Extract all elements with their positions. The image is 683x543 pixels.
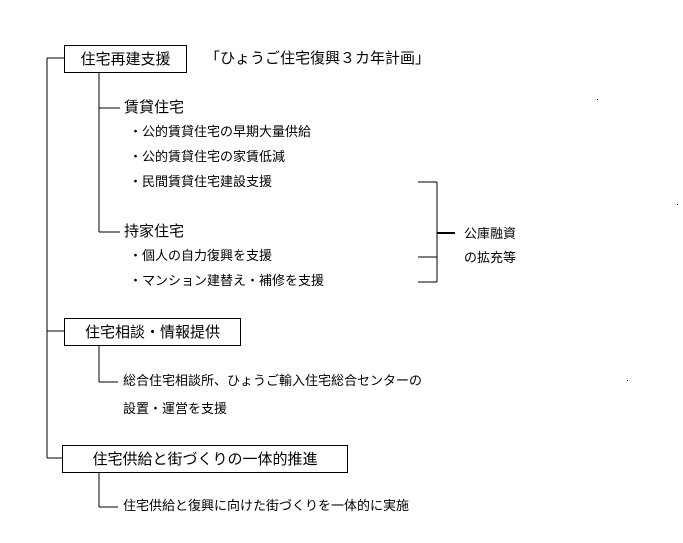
rental-item: ・公的賃貸住宅の家賃低減 xyxy=(129,150,286,165)
finance-note-line1: 公庫融資 xyxy=(464,227,517,242)
section-title: 住宅相談・情報提供 xyxy=(84,322,220,341)
consult-text-line2: 設置・運営を支援 xyxy=(123,402,228,417)
owned-item: ・個人の自力復興を支援 xyxy=(129,249,273,264)
stray-dot xyxy=(627,380,628,381)
owned-heading: 持家住宅 xyxy=(124,222,185,240)
plan-name-note: 「ひょうご住宅復興３カ年計画」 xyxy=(205,49,431,67)
stray-dot xyxy=(677,204,678,205)
section-title: 住宅供給と街づくりの一体的推進 xyxy=(92,449,318,468)
rental-item: ・民間賃貸住宅建設支援 xyxy=(129,175,273,190)
section-box-housing-consultation: 住宅相談・情報提供 xyxy=(64,318,241,346)
stray-dot xyxy=(597,99,598,100)
section-box-integrated-town-planning: 住宅供給と街づくりの一体的推進 xyxy=(62,445,348,473)
town-text: 住宅供給と復興に向けた街づくりを一体的に実施 xyxy=(123,499,410,514)
consult-text-line1: 総合住宅相談所、ひょうご輸入住宅総合センターの xyxy=(123,374,423,389)
section-title: 住宅再建支援 xyxy=(80,49,171,68)
section-box-housing-reconstruction: 住宅再建支援 xyxy=(64,45,187,73)
finance-note-line2: の拡充等 xyxy=(464,251,517,266)
owned-item: ・マンション建替え・補修を支援 xyxy=(129,274,325,289)
rental-item: ・公的賃貸住宅の早期大量供給 xyxy=(129,125,312,140)
rental-heading: 賃貸住宅 xyxy=(124,98,185,116)
